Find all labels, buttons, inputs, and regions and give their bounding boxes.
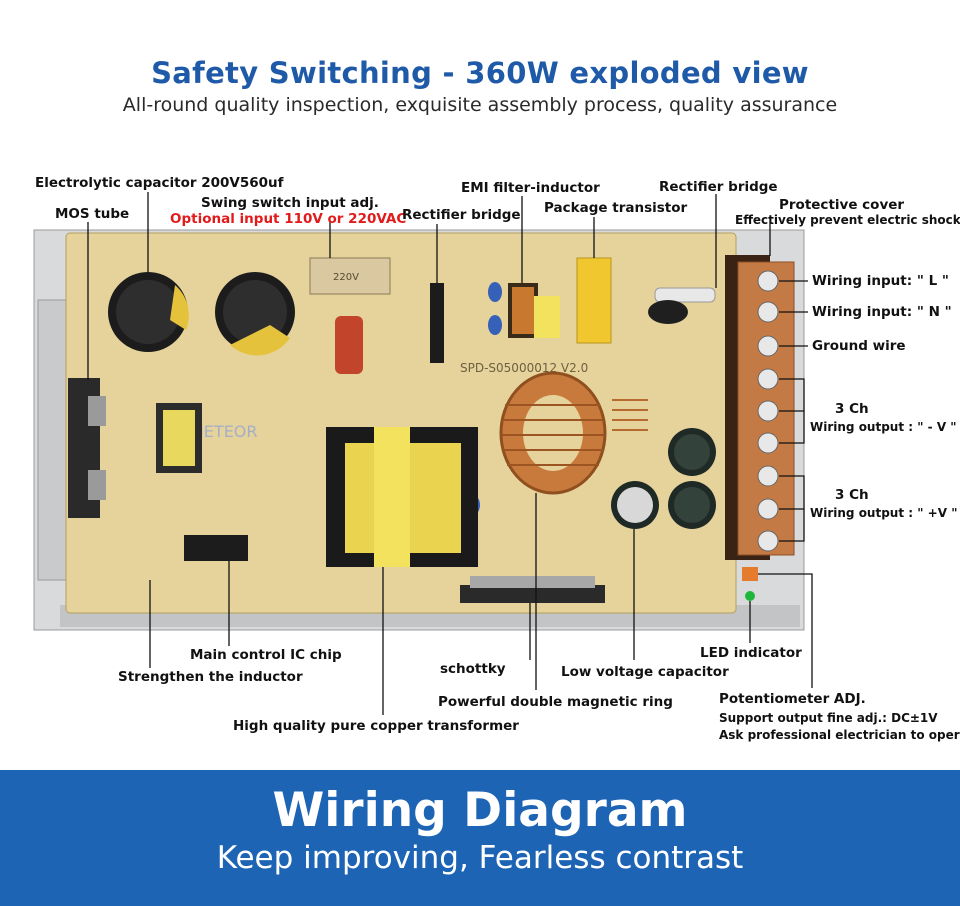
terminal-screw-pos-1: [757, 465, 779, 487]
terminal-screw-ground: [757, 335, 779, 357]
page-title: Safety Switching - 360W exploded view: [151, 56, 809, 90]
label-led-indicator: LED indicator: [700, 645, 802, 661]
pcb-watermark-1: METEOR: [190, 422, 258, 441]
label-output-positive: Wiring output : " +V ": [810, 506, 958, 520]
label-potentiometer-sub1: Support output fine adj.: DC±1V: [719, 711, 938, 725]
leader-lines: [87, 192, 813, 715]
label-potentiometer: Potentiometer ADJ.: [719, 691, 866, 707]
label-transformer: High quality pure copper transformer: [233, 718, 519, 734]
power-supply-diagram: METEOR METEOR SPD-S05000012 V2.0 220V: [33, 192, 813, 715]
footer-subtitle: Keep improving, Fearless contrast: [216, 840, 744, 876]
rectifier-bridge-1: [430, 283, 444, 363]
label-ch-negative: 3 Ch: [835, 401, 869, 417]
label-potentiometer-sub2: Ask professional electrician to operate: [719, 728, 960, 742]
output-coil: [612, 399, 648, 431]
label-mos-tube: MOS tube: [55, 206, 130, 222]
schottky-diodes: [460, 585, 605, 603]
label-package-transistor: Package transistor: [544, 200, 688, 216]
main-control-ic: [184, 535, 248, 561]
terminal-screw-neg-3: [757, 432, 779, 454]
label-electrolytic-capacitor: Electrolytic capacitor 200V560uf: [35, 175, 284, 191]
label-magnetic-ring: Powerful double magnetic ring: [438, 694, 673, 710]
label-low-voltage-capacitor: Low voltage capacitor: [561, 664, 729, 680]
swing-switch: [309, 257, 391, 295]
label-rectifier-bridge-2: Rectifier bridge: [659, 179, 778, 195]
footer-title: Wiring Diagram: [272, 783, 688, 838]
rectifier-bridge-2: [648, 300, 688, 324]
terminal-screw-l: [757, 270, 779, 292]
svg-text:220V: 220V: [333, 272, 359, 283]
terminal-screw-pos-3: [757, 530, 779, 552]
pcb-silkscreen: SPD-S05000012 V2.0: [460, 361, 588, 375]
terminal-screw-neg-1: [757, 368, 779, 390]
label-protective-cover: Protective cover: [779, 197, 905, 213]
label-wiring-input-l: Wiring input: " L ": [812, 273, 949, 289]
label-output-negative: Wiring output : " - V ": [810, 420, 957, 434]
terminal-screw-n: [757, 301, 779, 323]
fuse: [654, 287, 716, 303]
label-protective-cover-sub: Effectively prevent electric shock: [735, 213, 960, 227]
label-main-control-ic: Main control IC chip: [190, 647, 342, 663]
mos-tab: [88, 396, 106, 426]
label-swing-switch: Swing switch input adj.: [201, 195, 379, 211]
label-wiring-input-n: Wiring input: " N ": [812, 304, 952, 320]
mos-tab-2: [88, 470, 106, 500]
label-emi-filter: EMI filter-inductor: [461, 180, 600, 196]
package-transistor: [576, 257, 612, 344]
chassis-side-rail: [37, 299, 69, 581]
label-schottky: schottky: [440, 661, 506, 677]
label-ch-positive: 3 Ch: [835, 487, 869, 503]
potentiometer: [742, 567, 758, 581]
label-ground-wire: Ground wire: [812, 338, 906, 354]
label-rectifier-bridge-1: Rectifier bridge: [402, 207, 521, 223]
terminal-screw-neg-2: [757, 400, 779, 422]
film-capacitor: [335, 316, 363, 374]
terminal-screw-pos-2: [757, 498, 779, 520]
led-indicator: [745, 591, 755, 601]
label-swing-switch-option: Optional input 110V or 220VAC: [170, 211, 407, 227]
label-strengthen-inductor: Strengthen the inductor: [118, 669, 303, 685]
page-subtitle: All-round quality inspection, exquisite …: [122, 94, 838, 116]
footer-banner: Wiring Diagram Keep improving, Fearless …: [0, 770, 960, 906]
